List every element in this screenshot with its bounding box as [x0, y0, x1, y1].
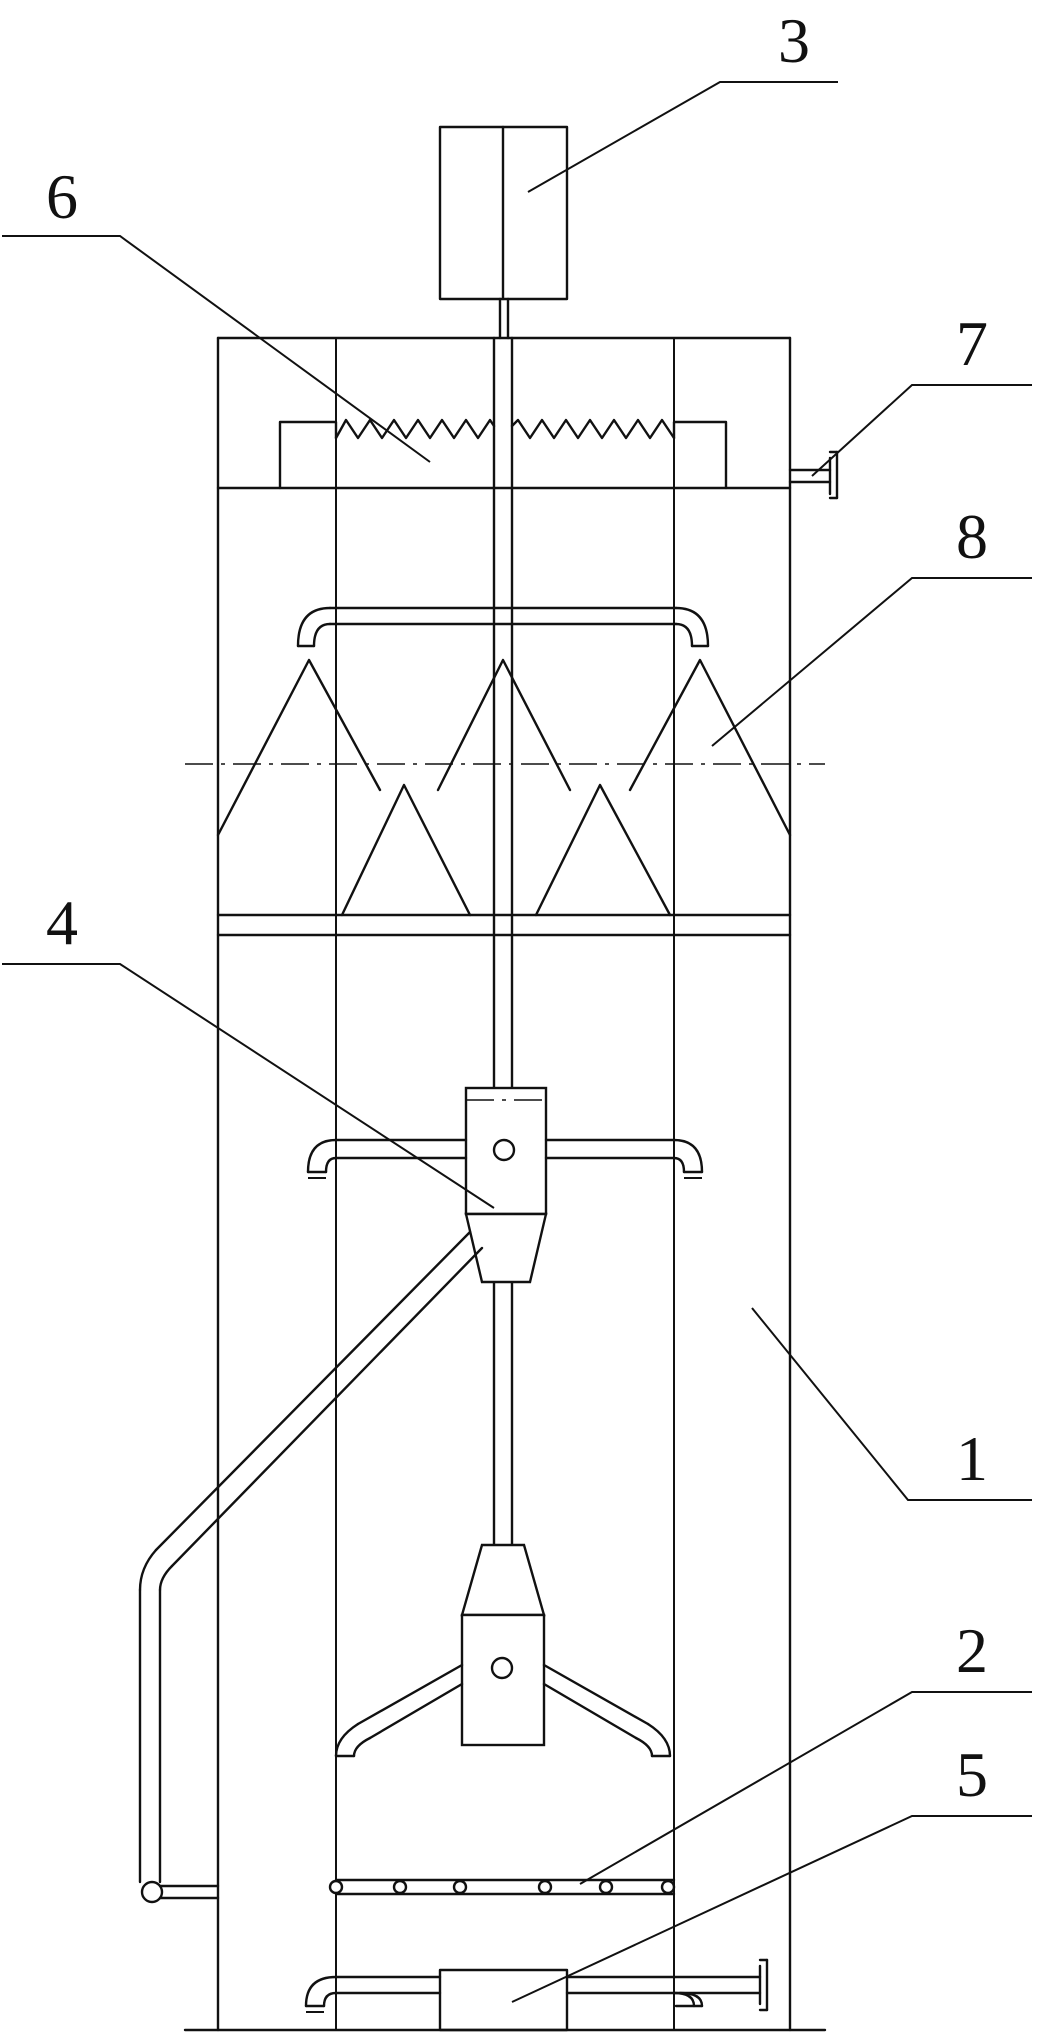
- serrated-weir-tray: [278, 418, 728, 490]
- leader-3: [527, 81, 838, 193]
- bottom-feed-box: [304, 1958, 769, 2032]
- leader-4: [2, 963, 495, 1209]
- label-8: 8: [956, 501, 988, 572]
- label-3: 3: [778, 5, 810, 76]
- label-1: 1: [956, 1423, 988, 1494]
- label-2: 2: [956, 1615, 988, 1686]
- cone-separator: [185, 606, 825, 917]
- leader-8: [711, 577, 1032, 747]
- leader-6: [2, 235, 431, 463]
- leader-5: [511, 1815, 1032, 2003]
- leader-7: [811, 384, 1032, 477]
- upper-distributor: [306, 1086, 704, 1284]
- leader-lines: [2, 81, 1032, 2003]
- perforated-sparger: [328, 1878, 676, 1896]
- label-6: 6: [46, 161, 78, 232]
- recycle-pipe: [138, 1230, 484, 1904]
- label-7: 7: [956, 308, 988, 379]
- leader-1: [751, 1307, 1032, 1501]
- motor: [438, 125, 569, 301]
- outlet-nozzle: [788, 450, 839, 500]
- drive-shaft: [492, 297, 514, 1547]
- label-4: 4: [46, 887, 78, 958]
- lower-distributor: [334, 1543, 672, 1758]
- leader-2: [579, 1691, 1032, 1885]
- label-5: 5: [956, 1739, 988, 1810]
